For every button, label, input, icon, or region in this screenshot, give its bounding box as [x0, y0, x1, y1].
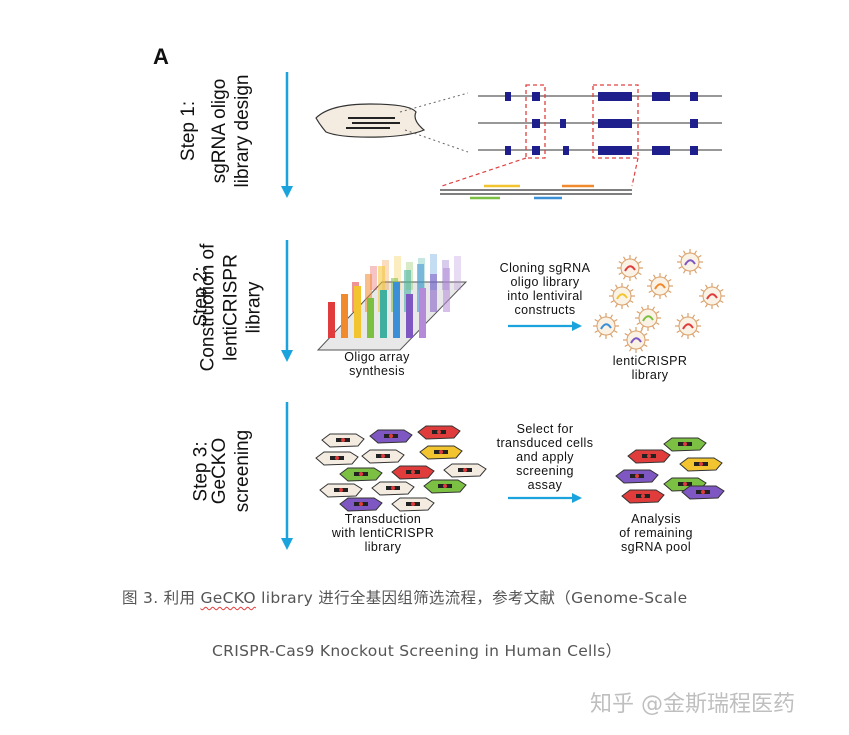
gecko-term: GeCKO	[200, 589, 256, 607]
cell-icon	[681, 485, 725, 500]
oligo-bar	[365, 274, 372, 312]
zhihu-watermark: 知乎 @金斯瑞程医药	[590, 692, 795, 717]
cell-icon	[339, 497, 383, 512]
oligo-bars	[328, 254, 461, 338]
cloning-step-label: Cloning sgRNA oligo library into lentivi…	[499, 261, 591, 317]
lentivirus-particle	[635, 305, 661, 331]
oligo-bar	[382, 260, 389, 290]
cell-icon	[339, 467, 383, 482]
oligo-bar	[354, 286, 361, 338]
oligo-bar	[370, 266, 377, 290]
cell-icon	[321, 433, 365, 448]
oligo-bar	[454, 256, 461, 290]
lentivirus-particle	[647, 273, 673, 299]
exon-highlight-box-2	[592, 84, 639, 159]
zoom-dotted-line-top	[399, 92, 469, 113]
exon-highlight-box-1	[525, 84, 546, 159]
step2-flow-arrowhead	[281, 350, 293, 362]
oligo-bar	[406, 294, 413, 338]
oligo-array	[316, 254, 468, 351]
oligo-bar	[404, 270, 411, 312]
step3-description: GeCKO screening	[209, 429, 253, 513]
selection-step-label: Select for transduced cells and apply sc…	[496, 422, 594, 492]
lentivirus-particle	[609, 283, 635, 309]
oligo-bar	[328, 302, 335, 338]
lentivirus-particle	[623, 327, 649, 353]
zoom-line-right	[631, 157, 639, 187]
step1-flow-arrowhead	[281, 186, 293, 198]
step1-description: sgRNA oligo library design	[209, 74, 253, 188]
cell-icon	[423, 479, 467, 494]
oligo-bar	[367, 298, 374, 338]
cell-icon	[369, 429, 413, 444]
lenticrispr-library-label: lentiCRISPR library	[612, 354, 688, 382]
cell-icon	[615, 469, 659, 484]
lentivirus-particles	[593, 249, 725, 353]
step2-process-arrowhead	[572, 321, 582, 331]
panel-label: A	[153, 44, 169, 69]
lentivirus-particle	[675, 313, 701, 339]
oligo-array-label: Oligo array synthesis	[344, 350, 410, 378]
transduced-cells-group	[315, 425, 487, 512]
oligo-bar	[419, 288, 426, 338]
analysis-label: Analysis of remaining sgRNA pool	[619, 512, 693, 554]
cell-icon	[391, 497, 435, 512]
cell-icon	[663, 437, 707, 452]
oligo-bar	[393, 282, 400, 338]
oligo-bar	[380, 290, 387, 338]
cell-icon	[621, 489, 665, 504]
step1-cell-icon	[315, 103, 426, 138]
oligo-bar	[394, 256, 401, 290]
oligo-bar	[378, 266, 385, 312]
figure-caption-line1: 图 3. 利用 GeCKO library 进行全基因组筛选流程，参考文献（Ge…	[122, 589, 688, 607]
oligo-bar	[430, 274, 437, 312]
step3-flow-arrowhead	[281, 538, 293, 550]
figure-caption-line2: CRISPR-Cas9 Knockout Screening in Human …	[212, 642, 622, 660]
cell-icon	[627, 449, 671, 464]
step3-process-arrowhead	[572, 493, 582, 503]
cell-icon	[371, 481, 415, 496]
lentivirus-particle	[677, 249, 703, 275]
step2-description: Construction of lentiCRISPR library	[197, 243, 265, 372]
oligo-bar	[341, 294, 348, 338]
step1-title: Step 1:	[178, 100, 199, 162]
cell-icon	[417, 425, 461, 440]
oligo-bar	[443, 268, 450, 312]
oligo-bar	[430, 254, 437, 290]
cell-icon	[419, 445, 463, 460]
cell-icon	[319, 483, 363, 498]
lentivirus-particle	[617, 255, 643, 281]
gene-transcripts	[478, 92, 722, 155]
cell-icon	[679, 457, 723, 472]
remaining-cells-group	[615, 437, 725, 504]
cell-icon	[443, 463, 487, 478]
cell-icon	[361, 449, 405, 464]
transduction-label: Transduction with lentiCRISPR library	[331, 512, 435, 554]
sgrna-guides	[440, 184, 632, 200]
zoom-dotted-line-bottom	[404, 129, 469, 153]
zoom-line-left	[441, 157, 527, 187]
cell-icon	[391, 465, 435, 480]
cell-icon	[315, 451, 359, 466]
lentivirus-particle	[593, 313, 619, 339]
lentivirus-particle	[699, 283, 725, 309]
